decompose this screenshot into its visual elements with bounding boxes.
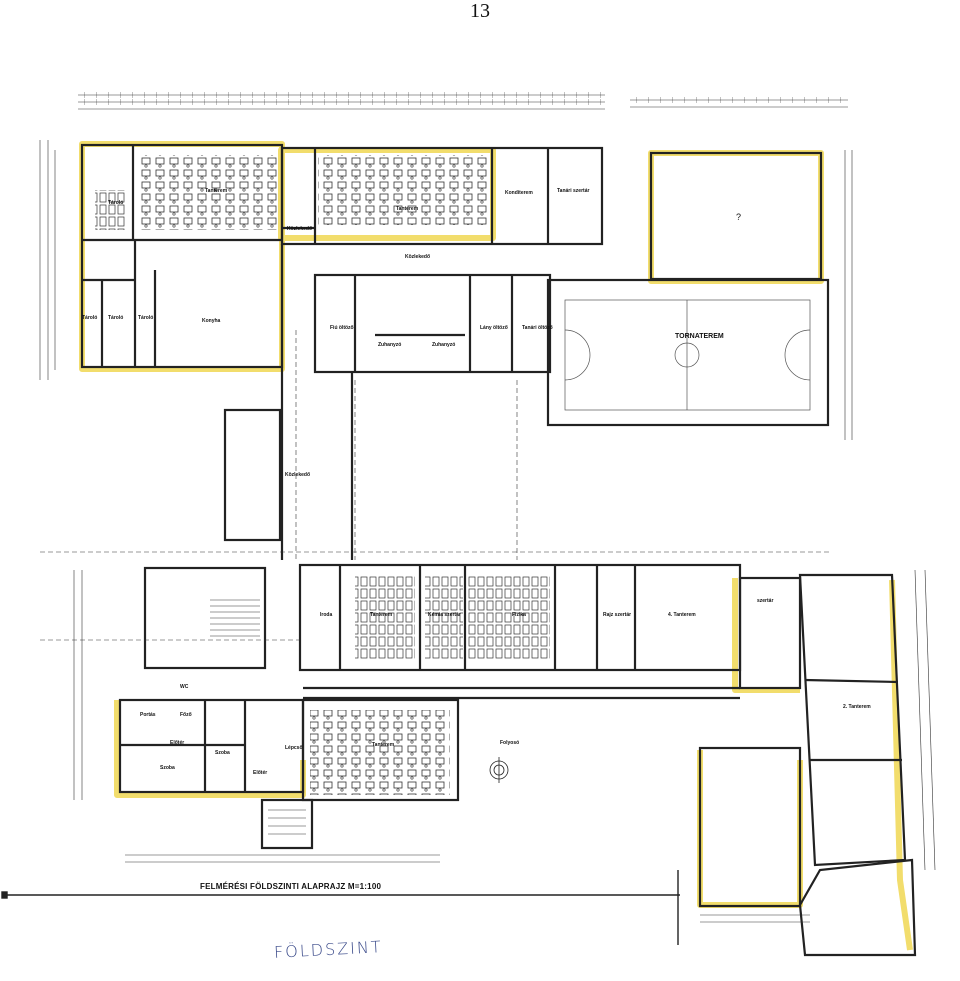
room-label-fozo: Főző: [180, 712, 192, 718]
room-label-tanterem-top: Tanterem: [396, 206, 419, 212]
section-lines: [40, 330, 830, 641]
highlight-zones: [79, 141, 913, 951]
room-label-2-tanterem: 2. Tanterem: [843, 704, 871, 710]
plan-title: FELMÉRÉSI FÖLDSZINTI ALAPRAJZ M=1:100: [200, 882, 382, 891]
room-label-eloter-2: Előtér: [253, 770, 268, 776]
left-dimensions: [39, 140, 83, 800]
room-label-tarolo-3: Tároló: [108, 315, 124, 321]
room-label-fizika: Fizika: [512, 612, 526, 618]
room-label-zuhanyzo-1: Zuhanyzó: [378, 342, 402, 348]
room-label-kozlekedo-1: Közlekedő: [287, 226, 313, 232]
stairs: [210, 599, 306, 835]
room-label-tarolo-2: Tároló: [82, 315, 98, 321]
right-dimensions: [844, 150, 936, 871]
room-label-tanterem-left: Tanterem: [205, 188, 228, 194]
bottom-dimensions: [125, 854, 810, 923]
room-label-eloter: Előtér: [170, 740, 185, 746]
room-label-konditerem: Konditerem: [505, 190, 533, 196]
room-label-portas: Portás: [140, 712, 156, 718]
room-label-tanari-szertar: Tanári szertár: [557, 188, 590, 194]
room-label-tarolo-1: Tároló: [108, 200, 124, 206]
room-label-konyha: Konyha: [202, 318, 221, 324]
room-label-szoba-2: Szoba: [215, 750, 230, 756]
room-label-tanari-ontozo: Tanári öltöző: [522, 325, 553, 331]
walls: [80, 143, 917, 957]
room-label-wc: WC: [180, 684, 189, 690]
room-label-tornaterem: TORNATEREM: [675, 333, 724, 340]
room-label-lepcso: Lépcső: [285, 745, 303, 751]
room-label-folyoso: Folyosó: [500, 740, 520, 746]
room-label-iroda: Iroda: [320, 612, 333, 618]
room-label-4-tanterem: 4. Tanterem: [668, 612, 696, 618]
room-label-zuhanyzo-2: Zuhanyzó: [432, 342, 456, 348]
room-label-kemia-szertar: Kémia szertár: [428, 612, 461, 618]
north-arrow: [489, 757, 509, 783]
top-dimensions: [78, 92, 848, 110]
page-number: 13: [470, 0, 490, 22]
room-label-tarolo-4: Tároló: [138, 315, 154, 321]
room-label-fiu-ontozo: Fiú öltöző: [330, 325, 354, 331]
room-label-rajz-szertar: Rajz szertár: [603, 612, 632, 618]
unknown-room-mark: ?: [736, 212, 742, 222]
room-label-lany-ontozo: Lány öltöző: [480, 325, 508, 331]
bottom-lines: [1, 870, 680, 945]
gym-court: [564, 299, 811, 411]
room-label-tanterem-mid: Tanterem: [370, 612, 393, 618]
room-label-tanterem-bottom: Tanterem: [372, 742, 395, 748]
room-label-szoba-1: Szoba: [160, 765, 175, 771]
room-label-szertar-right: szertár: [757, 598, 774, 604]
room-label-kozlekedo-2: Közlekedő: [405, 254, 431, 260]
room-label-kozlekedo-3: Közlekedő: [285, 472, 311, 478]
furniture: [95, 155, 550, 795]
